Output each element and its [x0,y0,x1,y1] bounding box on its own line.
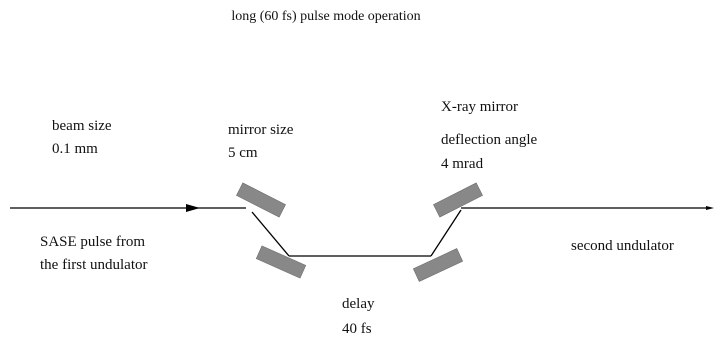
second-undulator-label: second undulator [571,238,674,254]
delay-label-line-1: delay [342,296,375,312]
sase-pulse-label-line-1: SASE pulse from [40,234,145,250]
sase-pulse-label-line-2: the first undulator [40,257,147,273]
xray-mirror-label-line-3: 4 mrad [441,156,484,172]
beam-first-to-second-mirror [251,211,290,257]
mirror-size-label: mirror size 5 cm [228,122,294,161]
mirror-size-label-line-2: 5 cm [228,145,258,161]
mirror-1 [236,182,286,218]
beam-size-label-line-2: 0.1 mm [52,141,98,157]
outgoing-beam-arrowhead [706,206,714,210]
mirror-2 [255,245,307,279]
mirror-4 [433,182,483,218]
xray-mirror-label-line-1: X-ray mirror [441,99,518,115]
xray-mirror-label-line-2: deflection angle [441,132,538,148]
mirror-size-label-line-1: mirror size [228,122,294,138]
mirror-3 [412,248,464,282]
xray-mirror-label: X-ray mirror deflection angle 4 mrad [441,99,538,172]
beam-third-to-fourth-mirror [430,209,462,257]
diagram-title: long (60 fs) pulse mode operation [231,9,420,24]
beam-size-label: beam size 0.1 mm [52,118,112,157]
beam-size-label-line-1: beam size [52,118,112,134]
delay-label: delay 40 fs [342,296,375,337]
incoming-beam-arrowhead [186,204,200,212]
sase-pulse-label: SASE pulse from the first undulator [40,234,147,273]
delay-label-line-2: 40 fs [342,321,372,337]
